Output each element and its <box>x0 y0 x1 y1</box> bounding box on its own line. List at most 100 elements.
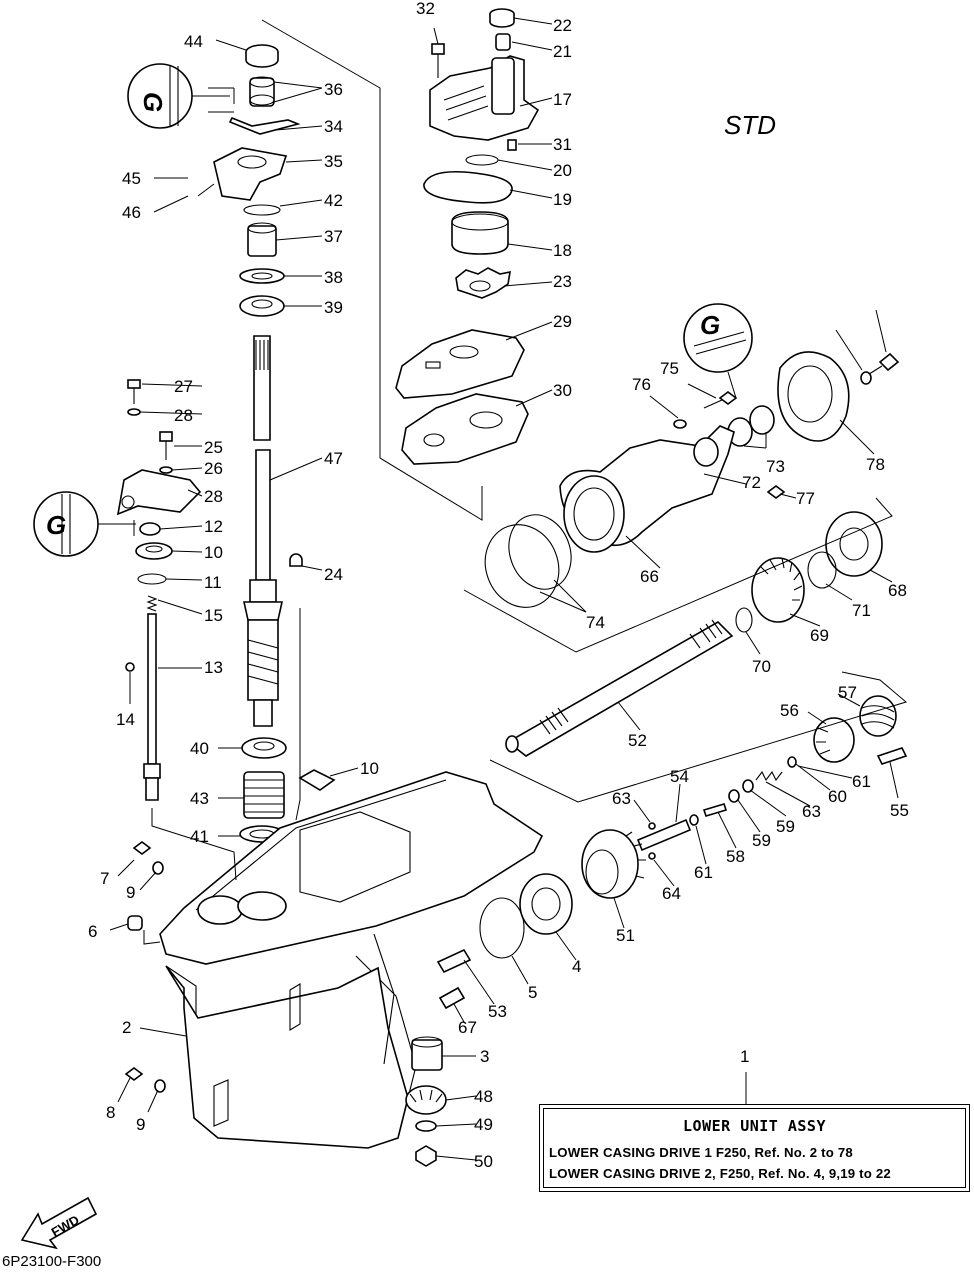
part-label-13: 12 <box>204 517 223 536</box>
part-label-10: 10 <box>360 759 379 778</box>
part-label-37: 37 <box>324 227 343 246</box>
part-label-36: 36 <box>324 80 343 99</box>
part-label-63b: 64 <box>662 884 681 903</box>
part-label-14: 13 <box>204 658 223 677</box>
part-label-30: 29 <box>553 312 572 331</box>
part-label-7: 7 <box>100 869 109 888</box>
leader-lines <box>109 17 899 1161</box>
part-label-64: 66 <box>640 567 659 586</box>
grease-icon-3: G <box>683 303 753 399</box>
part-label-26: 26 <box>204 459 223 478</box>
part-label-57: 57 <box>838 683 857 702</box>
part-label-34: 34 <box>324 117 343 136</box>
part-label-63: 63 <box>612 789 631 808</box>
part-label-16: 15 <box>204 606 223 625</box>
part-label-23: 23 <box>553 272 572 291</box>
part-label-24: 24 <box>324 565 343 584</box>
part-label-59b: 59 <box>776 817 795 836</box>
assembly-info-inner-border <box>543 1108 966 1188</box>
part-label-17: 17 <box>553 90 572 109</box>
assembly-line-drive-1: LOWER CASING DRIVE 1 F250, Ref. No. 2 to… <box>549 1145 853 1160</box>
part-label-20: 20 <box>553 161 572 180</box>
part-label-47: 47 <box>324 449 343 468</box>
propeller-shaft-housing <box>484 351 900 633</box>
part-label-49: 49 <box>474 1115 493 1134</box>
lower-casing <box>159 771 544 1149</box>
part-label-11: 10 <box>204 543 223 562</box>
part-label-15: 14 <box>116 710 135 729</box>
part-label-76: 78 <box>866 455 885 474</box>
part-label-69: 71 <box>852 601 871 620</box>
part-label-53: 53 <box>488 1002 507 1021</box>
part-label-70: 72 <box>742 473 761 492</box>
part-label-58: 58 <box>726 847 745 866</box>
part-label-35: 35 <box>324 152 343 171</box>
part-label-3: 3 <box>480 1047 489 1066</box>
part-label-39: 39 <box>324 298 343 317</box>
part-label-4: 4 <box>572 957 581 976</box>
part-label-33: 32 <box>416 0 435 18</box>
assembly-line-drive-2: LOWER CASING DRIVE 2, F250, Ref. No. 4, … <box>549 1166 891 1181</box>
part-label-45: 45 <box>122 169 141 188</box>
part-label-44: 44 <box>184 32 203 51</box>
part-label-61b: 61 <box>694 863 713 882</box>
part-label-59: 59 <box>752 831 771 850</box>
part-label-62: 63 <box>802 802 821 821</box>
part-label-68: 70 <box>752 657 771 676</box>
group-outlines <box>143 19 908 945</box>
part-label-46: 46 <box>122 203 141 222</box>
part-label-50: 50 <box>474 1152 493 1171</box>
assembly-title: LOWER UNIT ASSY <box>683 1117 826 1135</box>
part-label-48: 48 <box>474 1087 493 1106</box>
part-label-31: 30 <box>553 381 572 400</box>
part-label-74: 76 <box>632 375 651 394</box>
grease-icon-1: G <box>127 63 230 129</box>
part-label-54: 54 <box>670 767 689 786</box>
part-label-12: 11 <box>204 573 222 592</box>
part-label-8: 8 <box>106 1103 115 1122</box>
part-label-61: 61 <box>852 772 871 791</box>
part-label-67: 69 <box>810 626 829 645</box>
part-label-71: 73 <box>766 457 785 476</box>
svg-text:G: G <box>700 310 720 340</box>
drive-shaft-assembly <box>213 44 336 843</box>
propeller-shaft-assembly <box>479 619 908 959</box>
part-label-22: 22 <box>553 16 572 35</box>
assembly-info-box: LOWER UNIT ASSY LOWER CASING DRIVE 1 F25… <box>539 1104 970 1192</box>
part-label-72: 74 <box>586 613 605 632</box>
part-number-labels: 32 22 21 17 31 20 19 18 23 29 30 44 36 3… <box>88 0 909 1171</box>
part-label-65: 67 <box>458 1018 477 1037</box>
part-label-51: 51 <box>616 926 635 945</box>
part-label-52: 52 <box>628 731 647 750</box>
part-label-41: 41 <box>190 827 209 846</box>
part-label-28: 28 <box>174 406 193 425</box>
part-label-5: 5 <box>528 983 537 1002</box>
part-label-21: 21 <box>553 42 572 61</box>
part-label-25: 25 <box>204 438 223 457</box>
part-label-40: 40 <box>190 739 209 758</box>
part-label-73: 75 <box>660 359 679 378</box>
fwd-arrow-icon: FWD <box>20 1196 98 1250</box>
document-code: 6P23100-F300 <box>2 1253 102 1270</box>
part-label-2: 2 <box>122 1018 131 1037</box>
std-label: STD <box>724 110 776 140</box>
part-label-55: 55 <box>890 801 909 820</box>
part-label-19: 19 <box>553 190 572 209</box>
part-label-18: 18 <box>553 241 572 260</box>
part-label-60: 60 <box>828 787 847 806</box>
part-label-29: 28 <box>204 487 223 506</box>
part-label-9: 9 <box>126 883 135 902</box>
grease-icon-2: G <box>33 491 136 557</box>
part-label-27: 27 <box>174 377 193 396</box>
lower-small-parts <box>124 841 472 1167</box>
svg-text:G: G <box>138 92 168 112</box>
part-label-32: 31 <box>553 135 572 154</box>
part-label-56: 56 <box>780 701 799 720</box>
part-label-6: 6 <box>88 922 97 941</box>
part-label-38: 38 <box>324 268 343 287</box>
water-pump-assembly <box>395 8 540 465</box>
part-label-42: 42 <box>324 191 343 210</box>
svg-text:G: G <box>46 510 66 540</box>
part-label-66: 68 <box>888 581 907 600</box>
